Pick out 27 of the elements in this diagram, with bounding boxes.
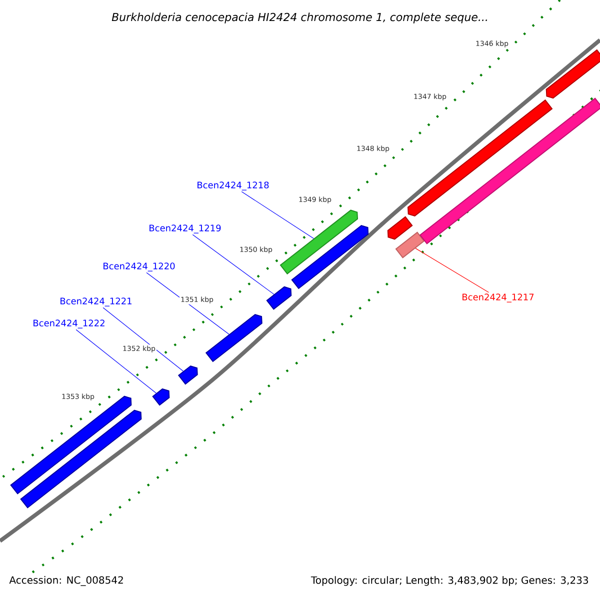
gene-marker	[266, 286, 292, 310]
leader-line	[192, 234, 274, 295]
gene-marker	[387, 216, 413, 240]
gene-label: Bcen2424_1217	[462, 294, 534, 302]
leader-line	[146, 272, 230, 335]
gene-marker	[291, 224, 369, 290]
gene-marker	[280, 210, 358, 274]
gene-marker	[408, 99, 553, 216]
gene-bar	[395, 232, 425, 258]
footer-text: Topology: circular; Length: 3,483,902 bp; Genes: 3,233	[310, 576, 588, 586]
leader-line	[76, 329, 156, 394]
gene-label: Bcen2424_1218	[198, 182, 269, 190]
leader-line	[241, 191, 314, 239]
gene-marker	[178, 365, 198, 385]
footer-text: Accession: NC_008542	[9, 576, 123, 586]
gene-label: Bcen2424_1220	[104, 262, 175, 272]
leader-line	[415, 248, 489, 293]
title: Burkholderia cenocepacia HI2424 chromosome 1, complete seque...	[110, 12, 490, 24]
gene-marker	[205, 314, 262, 362]
gene-label: Bcen2424_1222	[34, 320, 104, 328]
gene-marker	[152, 388, 170, 406]
leader-line	[102, 307, 184, 372]
gene-marker	[20, 410, 142, 508]
gene-label: Bcen2424_1221	[60, 298, 132, 306]
gene-marker	[546, 49, 600, 99]
gene-label: Bcen2424_1219	[150, 224, 221, 234]
gene-marker	[10, 396, 132, 494]
